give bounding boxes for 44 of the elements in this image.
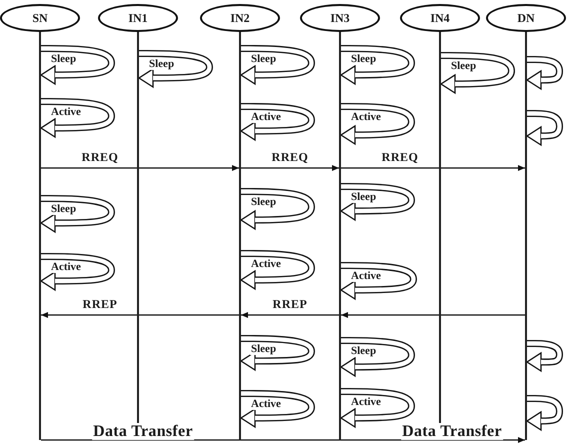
edge-label: Active [50, 107, 82, 118]
message-arrow [341, 312, 525, 318]
edge-label: RREQ [380, 151, 420, 163]
lifeline [339, 30, 341, 440]
edge-label: Sleep [50, 54, 78, 65]
lifeline [137, 30, 139, 423]
entity-ellipse: SN [0, 4, 80, 32]
edge-label: Sleep [250, 54, 278, 65]
entity-ellipse: IN3 [300, 4, 380, 32]
lifeline [39, 30, 41, 440]
entity-ellipse: IN2 [200, 4, 280, 32]
edge-label: Active [250, 399, 282, 410]
edge-label: Active [50, 262, 82, 273]
edge-label: Sleep [450, 61, 478, 72]
edge-label: RREP [82, 298, 118, 310]
message-arrow [41, 165, 239, 171]
edge-label: Sleep [50, 204, 78, 215]
lifeline [439, 30, 441, 423]
edge-label: Active [350, 271, 382, 282]
edge-label: RREQ [80, 151, 120, 163]
edge-label: Sleep [350, 192, 378, 203]
lifeline [525, 30, 527, 440]
edge-label: Active [250, 112, 282, 123]
edge-label: Data Transfer [92, 424, 194, 440]
entity-ellipse: DN [486, 4, 566, 32]
message-arrow [41, 312, 239, 318]
message-arrow [241, 165, 339, 171]
section-label: Data Transfer [401, 424, 503, 440]
edge-label: RREQ [270, 151, 310, 163]
message-arrow [241, 312, 339, 318]
edge-label: Sleep [350, 54, 378, 65]
edge-label: Sleep [350, 346, 378, 357]
entity-ellipse: IN1 [98, 4, 178, 32]
edge-label: RREP [272, 298, 308, 310]
edge-label: Sleep [250, 344, 278, 355]
edge-label: Active [350, 397, 382, 408]
entity-ellipse: IN4 [400, 4, 480, 32]
message-arrow [341, 165, 525, 171]
edge-label: Active [350, 112, 382, 123]
edge-label: Sleep [250, 197, 278, 208]
message-arrow [41, 437, 525, 443]
lifeline [239, 30, 241, 440]
edge-label: Active [250, 259, 282, 270]
edge-label: Sleep [148, 59, 176, 70]
